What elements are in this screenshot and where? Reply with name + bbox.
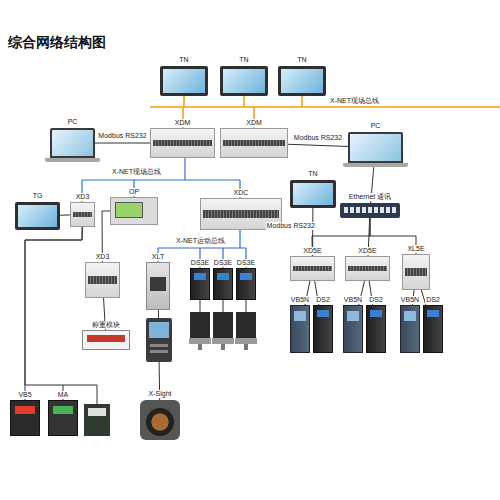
cable-line bbox=[25, 227, 82, 400]
device-label: DS2 bbox=[315, 296, 331, 304]
device-label: XD5E bbox=[357, 247, 377, 255]
device-label: TN bbox=[307, 170, 318, 178]
device-label: XD3 bbox=[75, 193, 91, 201]
device-label: XD5E bbox=[302, 247, 322, 255]
device-label: TN bbox=[296, 56, 307, 64]
bus-label: X-NET现场总线 bbox=[112, 168, 161, 176]
device-label: VB5 bbox=[17, 391, 32, 399]
cable-line bbox=[25, 227, 82, 400]
touch-screen: TN bbox=[290, 180, 336, 208]
device-label: TN bbox=[238, 56, 249, 64]
protocol-label: Modbus RS232 bbox=[97, 132, 147, 140]
plc-unit: XLT bbox=[146, 262, 170, 310]
plc-unit: XDC bbox=[200, 198, 282, 230]
plc-unit: XDM bbox=[150, 128, 215, 158]
servo-drive: DS2 bbox=[313, 305, 333, 353]
servo-motor bbox=[235, 300, 257, 350]
device-label: Ethernet 通讯 bbox=[348, 193, 392, 201]
servo-drive: DS3E bbox=[190, 268, 210, 300]
device-label: MA bbox=[57, 391, 70, 399]
device-label: VB5N bbox=[290, 296, 310, 304]
text-display: OP bbox=[110, 197, 158, 225]
servo-drive: DS2 bbox=[366, 305, 386, 353]
vision-camera: X-Sight bbox=[140, 400, 180, 440]
plc-unit: XDM bbox=[220, 128, 288, 158]
touch-screen: TN bbox=[220, 66, 268, 96]
device-label: XDM bbox=[174, 119, 192, 127]
field-bus-line bbox=[82, 158, 240, 202]
device-label: XDM bbox=[245, 119, 263, 127]
vision-controller bbox=[146, 318, 172, 362]
bus-label: X-NET现场总线 bbox=[330, 97, 379, 105]
device-label: XD3 bbox=[95, 253, 111, 261]
motion-bus-line bbox=[158, 230, 246, 268]
plc-unit: XD3 bbox=[70, 202, 95, 227]
device-label: PC bbox=[67, 118, 79, 126]
device-label: DS2 bbox=[425, 296, 441, 304]
bus-label: X-NET运动总线 bbox=[176, 237, 225, 245]
servo-drive: DS3E bbox=[213, 268, 233, 300]
touch-screen: TN bbox=[160, 66, 208, 96]
servo-drive: DS3E bbox=[236, 268, 256, 300]
weighing-module: 称重模块 bbox=[82, 330, 130, 350]
device-label: X-Sight bbox=[148, 390, 173, 398]
touch-screen: TN bbox=[278, 66, 326, 96]
device-label: DS2 bbox=[368, 296, 384, 304]
device-label: VB5N bbox=[343, 296, 363, 304]
protocol-label: Modbus RS232 bbox=[293, 134, 343, 142]
pc-laptop: PC bbox=[50, 128, 95, 158]
inverter: VB5N bbox=[290, 305, 310, 353]
device-label: DS3E bbox=[213, 259, 233, 267]
ethernet-switch: Ethernet 通讯 bbox=[340, 203, 400, 218]
device-label: DS3E bbox=[236, 259, 256, 267]
plc-unit: XD5E bbox=[345, 256, 390, 281]
cable-line bbox=[95, 143, 150, 144]
device-label: OP bbox=[128, 188, 140, 196]
plc-unit: XD3 bbox=[85, 262, 120, 298]
device-label: DS3E bbox=[190, 259, 210, 267]
device-label: XDC bbox=[233, 189, 250, 197]
plc-unit: XD5E bbox=[290, 256, 335, 281]
inverter: VB5 bbox=[10, 400, 40, 436]
device-label: TG bbox=[32, 192, 44, 200]
cable-line bbox=[288, 144, 348, 146]
device-label: PC bbox=[370, 122, 382, 130]
device-label: 称重模块 bbox=[91, 321, 121, 329]
field-bus-line bbox=[150, 96, 500, 128]
device-label: XL5E bbox=[406, 245, 425, 253]
device-label: TN bbox=[178, 56, 189, 64]
diagram-title: 综合网络结构图 bbox=[8, 34, 106, 52]
servo-motor bbox=[189, 300, 211, 350]
servo-motor bbox=[212, 300, 234, 350]
device-label: VB5N bbox=[400, 296, 420, 304]
touch-screen: TG bbox=[15, 202, 60, 230]
plc-unit: XL5E bbox=[402, 254, 430, 290]
device-label: XLT bbox=[151, 253, 165, 261]
temperature-controller: MA bbox=[48, 400, 78, 436]
pc-laptop: PC bbox=[348, 132, 403, 163]
servo-drive: DS2 bbox=[423, 305, 443, 353]
inverter: VB5N bbox=[400, 305, 420, 353]
cable-line bbox=[60, 214, 70, 215]
inverter: VB5N bbox=[343, 305, 363, 353]
